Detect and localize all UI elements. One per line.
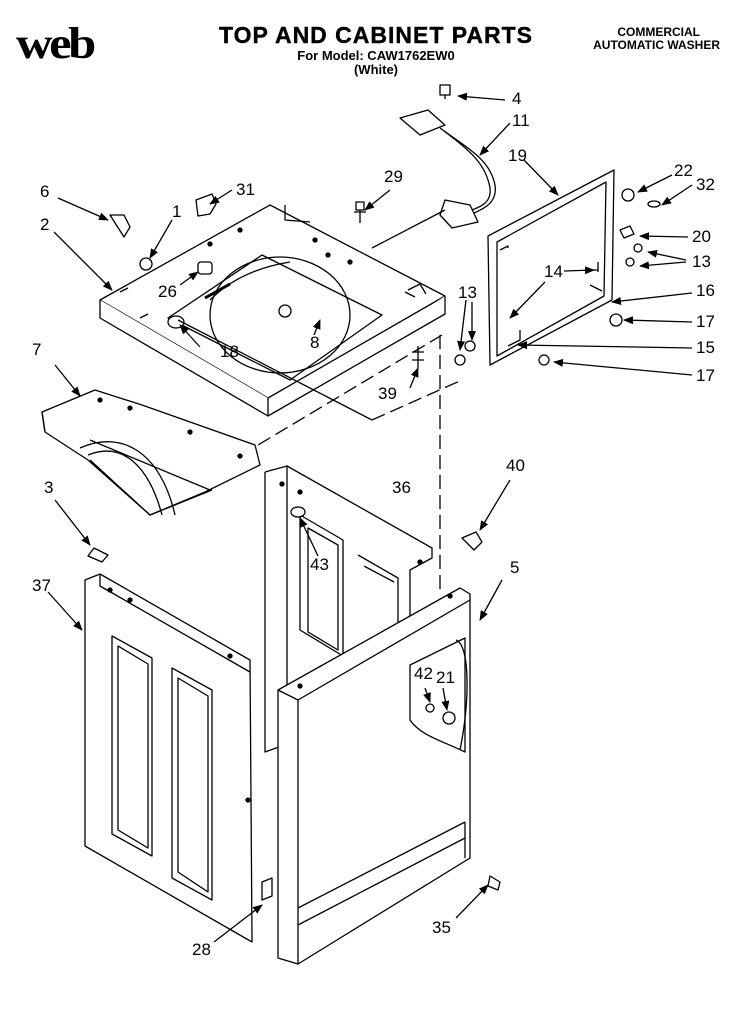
callout-14: 14 xyxy=(544,262,563,281)
category-commercial: COMMERCIAL xyxy=(617,25,700,39)
left-side-panel xyxy=(84,547,273,943)
callout-21: 21 xyxy=(436,668,455,687)
callout-13-left: 13 xyxy=(458,283,477,302)
callout-2: 2 xyxy=(40,215,50,234)
callout-17-upper: 17 xyxy=(696,312,715,331)
callout-28: 28 xyxy=(192,940,211,959)
callout-42: 42 xyxy=(414,664,433,683)
callout-43: 43 xyxy=(310,555,329,574)
callout-8: 8 xyxy=(310,333,320,352)
callout-15: 15 xyxy=(696,338,715,357)
callout-6: 6 xyxy=(40,182,50,201)
tub-ring-panel xyxy=(41,389,261,516)
callout-32: 32 xyxy=(696,175,715,194)
callout-36: 36 xyxy=(392,478,411,497)
callout-39: 39 xyxy=(378,384,397,403)
lid-switch-harness xyxy=(399,84,496,229)
model-color: (White) xyxy=(353,62,399,77)
callout-3: 3 xyxy=(44,478,54,497)
callout-1: 1 xyxy=(172,202,182,221)
brand-logo: web xyxy=(16,19,96,68)
category-automatic-washer: AUTOMATIC WASHER xyxy=(593,38,720,52)
callout-19: 19 xyxy=(508,146,527,165)
callout-17-lower: 17 xyxy=(696,366,715,385)
callout-5: 5 xyxy=(510,558,520,577)
callout-20: 20 xyxy=(692,227,711,246)
callout-18: 18 xyxy=(220,342,239,361)
top-cover xyxy=(99,204,446,417)
callout-26: 26 xyxy=(158,282,177,301)
callout-31: 31 xyxy=(236,180,255,199)
model-number: For Model: CAW1762EW0 xyxy=(297,48,455,63)
callout-11: 11 xyxy=(512,111,530,130)
callout-22: 22 xyxy=(674,161,693,180)
callout-29: 29 xyxy=(384,167,403,186)
callout-16: 16 xyxy=(696,281,715,300)
callout-7: 7 xyxy=(32,340,42,359)
callout-37: 37 xyxy=(32,576,51,595)
top-small-parts xyxy=(109,193,424,368)
callout-40: 40 xyxy=(506,456,525,475)
callout-4: 4 xyxy=(512,89,522,108)
front-panel xyxy=(277,531,501,965)
callout-13-right: 13 xyxy=(692,252,711,271)
page-title: TOP AND CABINET PARTS xyxy=(218,22,534,48)
callout-35: 35 xyxy=(432,918,451,937)
